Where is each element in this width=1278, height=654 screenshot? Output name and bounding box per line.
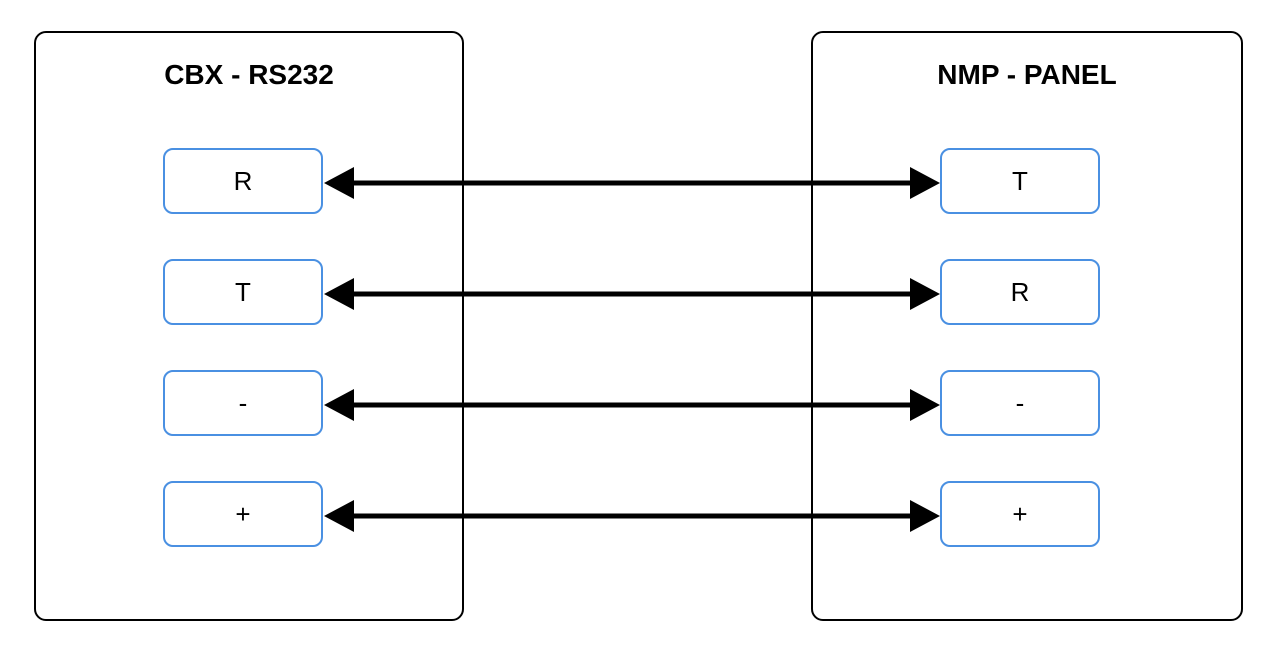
arrowhead-left-icon — [324, 167, 354, 199]
arrowhead-right-icon — [910, 389, 940, 421]
arrowhead-left-icon — [324, 500, 354, 532]
wire-r-to-t — [324, 167, 940, 199]
nmp-terminal-plus: + — [940, 481, 1100, 547]
cbx-terminal-r: R — [163, 148, 323, 214]
cbx-terminal-minus: - — [163, 370, 323, 436]
nmp-panel-title: NMP - PANEL — [937, 59, 1117, 90]
arrowhead-right-icon — [910, 500, 940, 532]
cbx-terminal-t: T — [163, 259, 323, 325]
arrowhead-left-icon — [324, 389, 354, 421]
nmp-terminal-r: R — [940, 259, 1100, 325]
cbx-terminal-plus: + — [163, 481, 323, 547]
arrowhead-right-icon — [910, 167, 940, 199]
nmp-terminal-minus: - — [940, 370, 1100, 436]
arrowhead-right-icon — [910, 278, 940, 310]
wire-minus-to-minus — [324, 389, 940, 421]
cbx-rs232-title: CBX - RS232 — [164, 59, 334, 90]
arrowhead-left-icon — [324, 278, 354, 310]
wire-plus-to-plus — [324, 500, 940, 532]
wire-t-to-r — [324, 278, 940, 310]
nmp-terminal-t: T — [940, 148, 1100, 214]
